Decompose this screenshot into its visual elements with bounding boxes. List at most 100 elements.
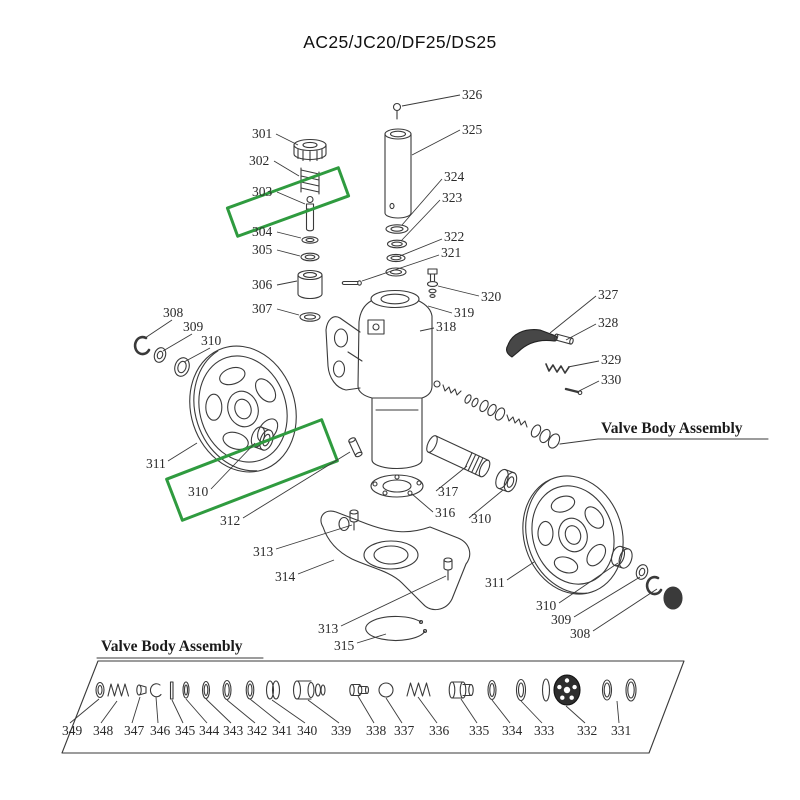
highlight-box-310 bbox=[165, 418, 339, 522]
part-320-valve-screw bbox=[426, 268, 439, 298]
part-label-337: 337 bbox=[394, 723, 415, 738]
part-label-342: 342 bbox=[247, 723, 267, 738]
part-label-324: 324 bbox=[444, 169, 465, 184]
leader-line-325 bbox=[411, 129, 461, 156]
leader-line-343 bbox=[205, 698, 232, 724]
part-label-302: 302 bbox=[249, 153, 269, 168]
leader-line-324 bbox=[401, 178, 443, 226]
leader-line-342 bbox=[226, 699, 256, 724]
leader-line-306 bbox=[276, 280, 298, 286]
leader-line-331 bbox=[616, 700, 620, 724]
leader-line-308 bbox=[144, 319, 173, 339]
leader-line-341 bbox=[249, 698, 281, 724]
part-323-oring bbox=[386, 239, 408, 249]
leader-line-310 bbox=[210, 442, 256, 490]
leader-line-313 bbox=[340, 575, 447, 627]
leader-line-318 bbox=[419, 327, 435, 332]
valve-body-assembly-label-right: Valve Body Assembly bbox=[601, 420, 743, 437]
part-label-312: 312 bbox=[220, 513, 240, 528]
leader-line-305 bbox=[276, 249, 301, 257]
part-321-ring-and-pin bbox=[341, 267, 407, 286]
leader-line-336 bbox=[417, 696, 438, 724]
leader-line-310 bbox=[468, 489, 504, 519]
leader-line-326 bbox=[401, 94, 461, 107]
leader-line-322 bbox=[399, 238, 443, 257]
part-304-washer bbox=[301, 236, 319, 244]
part-label-317: 317 bbox=[438, 484, 459, 499]
part-label-346: 346 bbox=[150, 723, 171, 738]
part-label-333: 333 bbox=[534, 723, 555, 738]
part-309-washer-left bbox=[153, 347, 167, 363]
part-label-310: 310 bbox=[201, 333, 222, 348]
leader-line-339 bbox=[307, 699, 340, 724]
part-label-327: 327 bbox=[598, 287, 619, 302]
leader-line-329 bbox=[567, 360, 600, 368]
part-label-309: 309 bbox=[551, 612, 572, 627]
leader-line-330 bbox=[578, 380, 600, 392]
part-309-washer-right bbox=[635, 564, 649, 580]
part-label-348: 348 bbox=[93, 723, 114, 738]
leader-line-321 bbox=[361, 254, 440, 282]
leader-line-314 bbox=[297, 559, 335, 575]
part-label-349: 349 bbox=[62, 723, 83, 738]
leader-line-337 bbox=[385, 697, 403, 724]
part-label-314: 314 bbox=[275, 569, 296, 584]
part-311-wheel-left bbox=[189, 345, 297, 473]
leader-line-335 bbox=[460, 698, 478, 724]
part-label-315: 315 bbox=[334, 638, 355, 653]
leader-line-313 bbox=[275, 524, 353, 550]
part-label-305: 305 bbox=[252, 242, 273, 257]
part-313-bolt-right bbox=[443, 557, 453, 581]
part-label-311: 311 bbox=[146, 456, 166, 471]
part-label-310: 310 bbox=[471, 511, 492, 526]
part-label-334: 334 bbox=[502, 723, 523, 738]
part-317-shaft bbox=[426, 435, 491, 478]
part-324-washer bbox=[385, 224, 409, 234]
part-label-332: 332 bbox=[577, 723, 597, 738]
leader-line-317 bbox=[435, 465, 468, 492]
part-label-341: 341 bbox=[272, 723, 292, 738]
part-label-309: 309 bbox=[183, 319, 204, 334]
part-label-320: 320 bbox=[481, 289, 502, 304]
valve-body-assembly-label-bottom: Valve Body Assembly bbox=[101, 638, 243, 655]
part-312-pin bbox=[348, 437, 363, 458]
part-label-343: 343 bbox=[223, 723, 244, 738]
part-label-331: 331 bbox=[611, 723, 631, 738]
part-labels-layer: 3013023033043053063073263253243233223213… bbox=[62, 87, 658, 738]
leader-line-347 bbox=[131, 696, 141, 724]
leader-line-302 bbox=[273, 160, 300, 177]
leader-line-307 bbox=[276, 308, 300, 316]
leader-line-323 bbox=[400, 199, 441, 242]
part-322-ring bbox=[386, 253, 406, 263]
leader-line-320 bbox=[437, 285, 480, 297]
part-label-316: 316 bbox=[435, 505, 456, 520]
part-label-318: 318 bbox=[436, 319, 457, 334]
part-label-322: 322 bbox=[444, 229, 464, 244]
part-label-301: 301 bbox=[252, 126, 272, 141]
part-label-330: 330 bbox=[601, 372, 622, 387]
leader-line-327 bbox=[549, 295, 597, 334]
part-label-345: 345 bbox=[175, 723, 196, 738]
leader-line-315 bbox=[356, 633, 387, 644]
leader-line-309 bbox=[573, 576, 641, 618]
leader-line-333 bbox=[520, 700, 543, 724]
leader-line-308 bbox=[592, 588, 658, 632]
valve-body-assembly-box bbox=[61, 660, 685, 754]
part-label-339: 339 bbox=[331, 723, 352, 738]
part-303-pin bbox=[305, 195, 315, 232]
leader-line-310 bbox=[558, 562, 619, 604]
leader-line-345 bbox=[171, 699, 184, 724]
part-307-oring bbox=[299, 312, 321, 322]
part-label-308: 308 bbox=[163, 305, 184, 320]
leader-line-309 bbox=[162, 333, 193, 352]
part-label-340: 340 bbox=[297, 723, 318, 738]
leader-line-340 bbox=[271, 699, 306, 724]
leader-line-346 bbox=[155, 696, 159, 724]
part-label-319: 319 bbox=[454, 305, 475, 320]
part-label-307: 307 bbox=[252, 301, 273, 316]
leader-line-334 bbox=[491, 699, 511, 724]
highlights bbox=[165, 166, 351, 522]
part-318-pump-body bbox=[357, 289, 433, 470]
part-329-spring bbox=[545, 363, 570, 374]
